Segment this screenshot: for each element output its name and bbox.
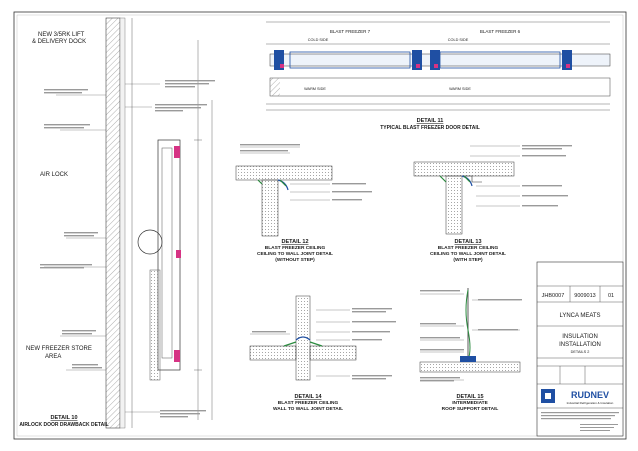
door-frame-posts [274, 50, 572, 70]
detail-12-sub-2: CEILING TO WALL JOINT DETAIL [257, 251, 333, 257]
company-tagline: Industrial Refrigeration & Insulation [567, 401, 614, 405]
sealant-bead [461, 175, 473, 187]
detail-12-sub-3: (WITHOUT STEP) [275, 257, 315, 263]
client-name: LYNCA MEATS [559, 313, 600, 319]
detail-13-title: DETAIL 13 [455, 239, 482, 245]
drawing-title-3: DETAILS 2 [571, 350, 590, 354]
freezer-6-label: BLAST FREEZER 6 [480, 29, 521, 34]
company-name: RUDNEV [571, 390, 609, 400]
detail-10: NEW 3/5RK LIFT & DELIVERY DOCK AIR LOCK … [19, 17, 215, 429]
detail-13-sub-3: (WITH STEP) [453, 257, 483, 263]
sealant-bead [295, 336, 311, 341]
door-opening-left [289, 51, 411, 69]
ceiling-panel-left [249, 345, 297, 361]
ceiling-panel [235, 165, 333, 181]
flashing [439, 175, 471, 183]
detail-13-leaders [470, 145, 520, 207]
freezer-7-label: BLAST FREEZER 7 [330, 29, 371, 34]
drawing-ref: 9009013 [574, 293, 595, 299]
detail-11: BLAST FREEZER 7 BLAST FREEZER 6 COLD SID… [266, 21, 611, 131]
lift-dock-label-1: NEW 3/5RK LIFT [38, 32, 85, 38]
detail-15-fine-print [420, 290, 522, 382]
roof-panel [419, 361, 521, 373]
detail-11-title: DETAIL 11 [417, 118, 444, 124]
detail-11-subtitle: TYPICAL BLAST FREEZER DOOR DETAIL [380, 125, 480, 131]
wall-panel [295, 295, 311, 381]
flashing [257, 179, 287, 187]
door-seal [149, 269, 161, 381]
detail-14-title: DETAIL 14 [295, 394, 323, 400]
warm-side-left: WARM SIDE [304, 87, 326, 91]
detail-13-sub-2: CEILING TO WALL JOINT DETAIL [430, 251, 506, 257]
fine-print-notes [40, 80, 215, 418]
detail-12: DETAIL 12 BLAST FREEZER CEILING CEILING … [235, 144, 372, 263]
support-plate [460, 356, 476, 362]
detail-14-sub-1: BLAST FREEZER CEILING [278, 400, 339, 406]
cold-side-right: COLD SIDE [448, 38, 469, 42]
support-cable [465, 289, 471, 361]
door-leaf [161, 147, 173, 359]
detail-13-fine-print [522, 145, 572, 207]
lower-wall-fill [270, 78, 280, 96]
lift-dock-label-2: & DELIVERY DOCK [32, 39, 86, 45]
title-block-fine-print [541, 412, 619, 431]
hinge-top [174, 146, 180, 158]
ceiling-panel-right [309, 345, 357, 361]
wall-lining [119, 17, 126, 429]
drawing-title-1: INSULATION [562, 334, 598, 340]
freezer-store-label-2: AREA [45, 354, 61, 360]
drawing-title-2: INSTALLATION [559, 342, 601, 348]
latch [176, 250, 181, 258]
air-lock-label: AIR LOCK [40, 172, 68, 178]
detail-14-leaders [250, 309, 350, 377]
outer-wall [105, 17, 121, 429]
ceiling-panel [413, 161, 515, 177]
warm-side-right: WARM SIDE [449, 87, 471, 91]
sheet-inner-border [16, 14, 624, 437]
detail-12-leaders [240, 146, 330, 201]
flashing [283, 341, 323, 347]
title-block: JHB0007 9009013 01 LYNCA MEATS INSULATIO… [536, 261, 624, 437]
drawing-revision: 01 [608, 293, 614, 299]
wall-panel [445, 175, 463, 235]
detail-12-title: DETAIL 12 [282, 239, 309, 245]
company-logo-mark-inner [545, 393, 551, 399]
detail-13-sub-1: BLAST FREEZER CEILING [438, 245, 499, 251]
title-block-frame [536, 261, 624, 437]
detail-14-fine-print [252, 308, 396, 380]
detail-13: DETAIL 13 BLAST FREEZER CEILING CEILING … [413, 145, 572, 263]
detail-15-sub-1: INTERMEDIATE [452, 400, 488, 406]
detail-12-fine-print [240, 144, 372, 201]
door-swing-marker [137, 229, 163, 255]
detail-10-title: DETAIL 10 [51, 415, 78, 421]
step-profile [462, 175, 482, 183]
cold-side-left: COLD SIDE [308, 38, 329, 42]
detail-10-subtitle: AIRLOCK DOOR DRAWBACK DETAIL [19, 422, 108, 428]
drawing-number: JHB0007 [542, 293, 565, 299]
sealant-bead [277, 179, 289, 191]
detail-14: DETAIL 14 BLAST FREEZER CEILING WALL TO … [249, 295, 396, 412]
wall-panel [261, 179, 279, 237]
detail-15: DETAIL 15 INTERMEDIATE ROOF SUPPORT DETA… [419, 288, 522, 412]
freezer-store-label-1: NEW FREEZER STORE [26, 346, 92, 352]
detail-12-sub-1: BLAST FREEZER CEILING [265, 245, 326, 251]
hinge-bottom [174, 350, 180, 362]
detail-14-sub-2: WALL TO WALL JOINT DETAIL [273, 406, 343, 412]
annotation-leaders [44, 83, 160, 413]
seal-markers [280, 64, 570, 68]
detail-15-sub-2: ROOF SUPPORT DETAIL [442, 406, 499, 412]
detail-15-title: DETAIL 15 [457, 394, 484, 400]
sheet-border [13, 11, 627, 440]
